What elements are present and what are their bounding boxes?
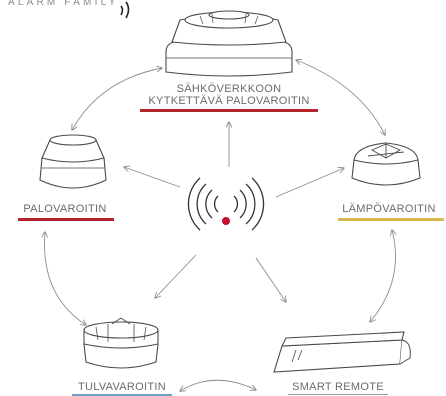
brand-wave-icon bbox=[120, 1, 130, 19]
arrow-to-water bbox=[155, 254, 197, 298]
wireless-signal-icon bbox=[187, 177, 265, 231]
arrow-to-heat bbox=[275, 168, 344, 198]
connection-arcs bbox=[45, 60, 396, 391]
water-alarm-underline bbox=[72, 394, 172, 396]
hub-arrows bbox=[124, 122, 344, 302]
heat-alarm-underline bbox=[338, 218, 444, 221]
arc-water-remote bbox=[180, 379, 256, 391]
water-alarm-icon bbox=[83, 317, 159, 369]
heat-alarm-label: LÄMPÖVAROITIN bbox=[342, 203, 436, 215]
main-alarm-underline bbox=[140, 109, 318, 112]
arc-heat-remote bbox=[370, 230, 396, 322]
water-alarm-label: TULVAVAROITIN bbox=[77, 381, 167, 393]
arrow-to-remote bbox=[255, 257, 286, 302]
smart-remote-label: SMART REMOTE bbox=[292, 381, 384, 393]
brand-text: ALARM FAMILY bbox=[8, 0, 119, 8]
main-alarm-label: SÄHKÖVERKKOON KYTKETTÄVÄ PALOVAROITIN bbox=[124, 83, 334, 107]
smart-remote-icon bbox=[273, 331, 411, 373]
arc-main-smoke bbox=[72, 68, 162, 130]
arc-smoke-water bbox=[45, 232, 86, 325]
main-alarm-label-line2: KYTKETTÄVÄ PALOVAROITIN bbox=[148, 95, 310, 107]
hub-center-dot bbox=[222, 217, 230, 225]
main-alarm-label-line1: SÄHKÖVERKKOON bbox=[176, 83, 282, 95]
arrow-to-smoke bbox=[124, 167, 181, 188]
arc-main-heat bbox=[296, 60, 385, 135]
smoke-alarm-icon bbox=[39, 134, 107, 189]
smart-remote-underline bbox=[288, 394, 388, 395]
smoke-alarm-label: PALOVAROITIN bbox=[23, 203, 107, 215]
smoke-alarm-underline bbox=[18, 218, 114, 221]
heat-alarm-icon bbox=[351, 142, 421, 186]
brand-header: ALARM FAMILY bbox=[8, 0, 118, 8]
hardwired-smoke-alarm-icon bbox=[165, 10, 293, 77]
